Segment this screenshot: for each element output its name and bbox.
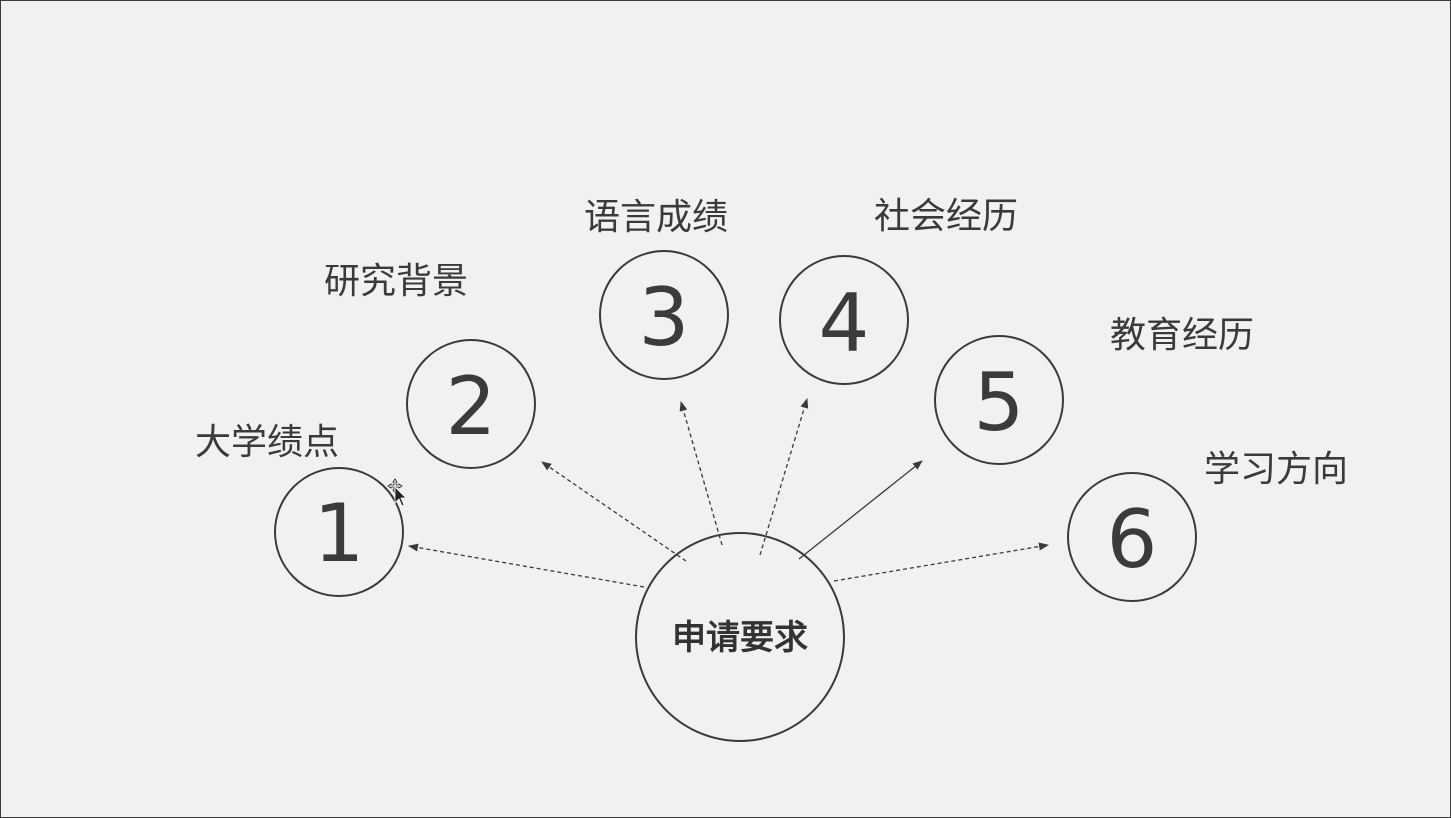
node-4-label: 社会经历 — [874, 196, 1018, 237]
arrow-to-node-2 — [541, 461, 687, 562]
node-3-number: 3 — [639, 271, 690, 364]
arrow-to-node-5 — [798, 460, 923, 560]
node-1: 1 大学绩点 — [195, 422, 404, 597]
node-2-number: 2 — [446, 360, 497, 453]
node-2: 2 研究背景 — [324, 261, 536, 469]
node-3-circle — [599, 250, 729, 380]
arrow-to-node-1 — [408, 543, 645, 588]
node-3-label: 语言成绩 — [584, 197, 728, 238]
node-6-label: 学习方向 — [1204, 449, 1348, 490]
center-circle — [635, 532, 845, 742]
node-2-circle — [406, 339, 536, 469]
node-4-circle — [779, 255, 909, 385]
node-3: 3 语言成绩 — [584, 197, 729, 380]
center-label: 申请要求 — [672, 618, 808, 658]
node-5-label: 教育经历 — [1110, 315, 1254, 356]
node-2-label: 研究背景 — [324, 261, 468, 302]
node-6-number: 6 — [1107, 493, 1158, 586]
node-5-circle — [934, 335, 1064, 465]
center-node: 申请要求 — [635, 532, 845, 742]
cursor-icon — [387, 478, 407, 507]
node-4: 4 社会经历 — [779, 196, 1018, 385]
node-1-circle — [274, 467, 404, 597]
arrow-to-node-6 — [833, 542, 1049, 582]
node-4-number: 4 — [819, 277, 870, 370]
node-6-circle — [1067, 472, 1197, 602]
node-1-label: 大学绩点 — [195, 422, 339, 463]
node-6: 6 学习方向 — [1067, 449, 1348, 602]
arrow-to-node-3 — [679, 401, 723, 546]
arrow-to-node-4 — [759, 398, 809, 556]
node-5-number: 5 — [974, 356, 1025, 449]
node-5: 5 教育经历 — [934, 315, 1254, 465]
node-1-number: 1 — [314, 487, 365, 580]
